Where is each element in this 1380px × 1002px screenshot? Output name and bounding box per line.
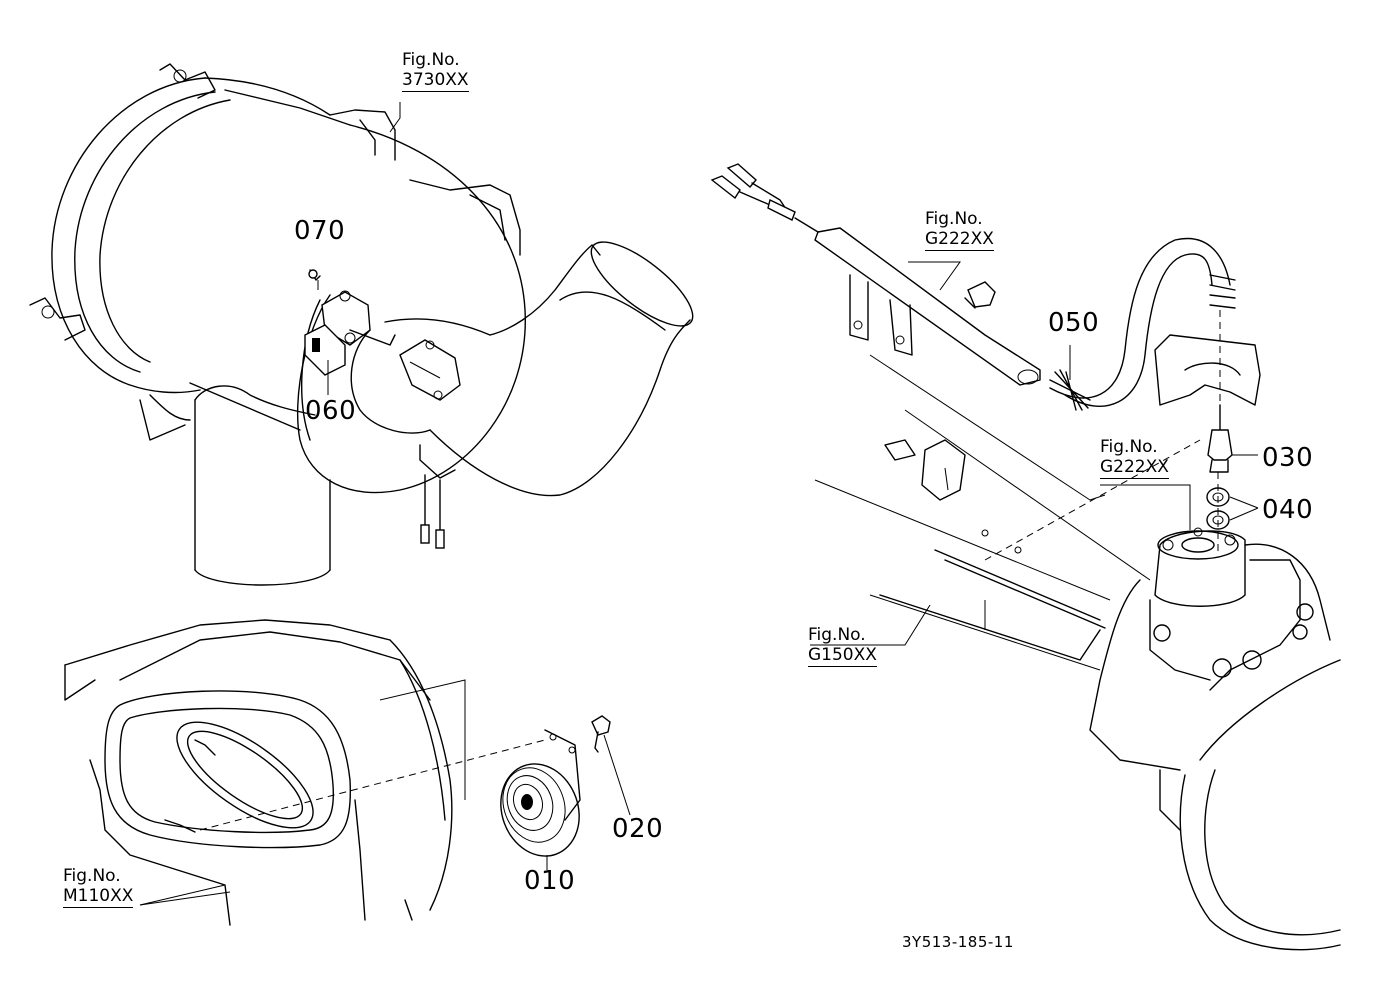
callout-030[interactable]: 030 bbox=[1262, 443, 1314, 473]
callout-040[interactable]: 040 bbox=[1262, 495, 1314, 525]
callout-050[interactable]: 050 bbox=[1048, 308, 1100, 338]
fig-ref-prefix: Fig.No. bbox=[1100, 437, 1158, 457]
fig-ref-number: M110XX bbox=[63, 886, 134, 908]
callout-010[interactable]: 010 bbox=[524, 866, 576, 896]
fig-ref-g150[interactable]: Fig.No. G150XX bbox=[808, 625, 877, 667]
fig-ref-prefix: Fig.No. bbox=[925, 209, 983, 229]
fig-ref-prefix: Fig.No. bbox=[808, 625, 866, 645]
axle-sensor-assembly bbox=[710, 163, 1341, 951]
fig-ref-prefix: Fig.No. bbox=[63, 866, 121, 886]
callout-060[interactable]: 060 bbox=[305, 396, 357, 426]
fig-ref-m110[interactable]: Fig.No. M110XX bbox=[63, 866, 134, 908]
callout-020[interactable]: 020 bbox=[612, 814, 664, 844]
fig-ref-g222-upper[interactable]: Fig.No. G222XX bbox=[925, 209, 994, 251]
fig-ref-3730[interactable]: Fig.No. 3730XX bbox=[402, 50, 469, 92]
fig-ref-number: 3730XX bbox=[402, 70, 469, 92]
air-cleaner-assembly bbox=[29, 63, 694, 586]
fig-ref-prefix: Fig.No. bbox=[402, 50, 460, 70]
drawing-number: 3Y513-185-11 bbox=[902, 933, 1014, 951]
fender-horn-assembly bbox=[64, 619, 631, 926]
fig-ref-number: G222XX bbox=[1100, 457, 1169, 479]
callout-070[interactable]: 070 bbox=[294, 216, 346, 246]
spring-coil bbox=[1049, 274, 1236, 411]
fig-ref-number: G150XX bbox=[808, 645, 877, 667]
fig-ref-number: G222XX bbox=[925, 229, 994, 251]
fig-ref-g222-lower[interactable]: Fig.No. G222XX bbox=[1100, 437, 1169, 479]
